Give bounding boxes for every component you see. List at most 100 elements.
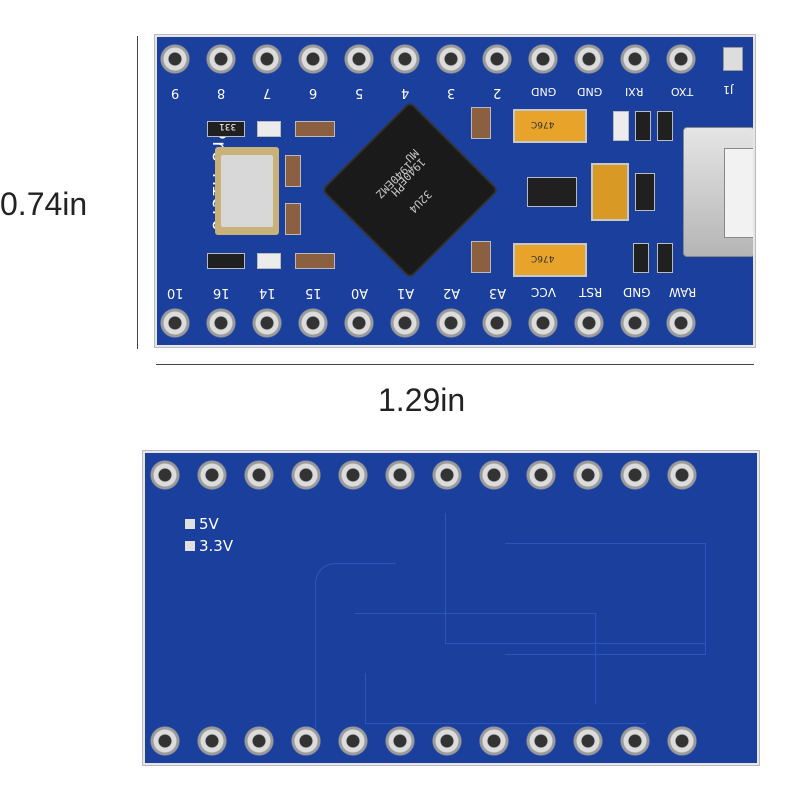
led — [257, 121, 281, 137]
pin-pad — [478, 459, 510, 491]
bottom-pin-label: 16 — [213, 285, 230, 300]
pcb-trace — [315, 563, 396, 734]
width-dimension-line — [156, 364, 754, 365]
pin-pad — [337, 725, 369, 757]
top-pin-label: TXO — [671, 85, 694, 98]
pin-pad — [205, 307, 237, 339]
pin-pad — [243, 459, 275, 491]
pin-pad — [525, 459, 557, 491]
capacitor-small — [295, 121, 335, 137]
crystal-oscillator — [215, 147, 279, 235]
pin-pad — [149, 725, 181, 757]
pin-pad — [290, 725, 322, 757]
pin-pad — [196, 459, 228, 491]
pin-pad — [478, 725, 510, 757]
pin-pad — [297, 43, 329, 75]
bottom-pin-label: 10 — [167, 285, 184, 300]
led — [257, 253, 281, 269]
pin-pad — [159, 307, 191, 339]
pin-pad — [572, 725, 604, 757]
pin-pad — [205, 43, 237, 75]
bottom-pin-label: VCC — [531, 285, 556, 299]
pin-pad — [481, 307, 513, 339]
bottom-pin-label: 14 — [259, 285, 276, 300]
top-pin-label: 8 — [217, 85, 226, 100]
resistor — [471, 241, 491, 273]
pin-pad — [665, 307, 697, 339]
bottom-pin-label: GND — [623, 285, 651, 299]
pin-pad — [243, 725, 275, 757]
front-board: 9 8 7 6 5 4 3 2 GND GND RXI TXO J1 Pro M… — [155, 35, 755, 347]
top-pin-label: 9 — [171, 85, 180, 100]
top-pin-label: 3 — [447, 85, 456, 100]
capacitor-small — [295, 253, 335, 269]
tantalum-capacitor — [513, 109, 587, 143]
top-pin-label: RXI — [625, 85, 644, 98]
pin-pad — [435, 43, 467, 75]
pin-pad — [665, 43, 697, 75]
pin-pad — [572, 459, 604, 491]
top-pin-label: 4 — [401, 85, 410, 100]
diode — [635, 173, 655, 211]
pin-pad — [431, 725, 463, 757]
pin-pad — [290, 459, 322, 491]
pcb-trace — [365, 673, 646, 724]
jumper-legend-5v: 5V — [185, 515, 219, 533]
resistor — [657, 111, 673, 141]
pin-pad — [431, 459, 463, 491]
pin-pad — [251, 307, 283, 339]
height-dimension-label: 0.74in — [0, 186, 88, 222]
pin-pad — [525, 725, 557, 757]
bottom-pin-label: A3 — [489, 285, 507, 300]
pin-pad — [384, 459, 416, 491]
top-pin-label: GND — [577, 85, 603, 98]
pin-pad — [196, 725, 228, 757]
led — [613, 111, 629, 141]
capacitor-small — [285, 155, 301, 187]
top-pin-label: GND — [531, 85, 557, 98]
pin-pad — [619, 43, 651, 75]
top-pin-label: 2 — [493, 85, 502, 100]
pin-pad — [389, 307, 421, 339]
pin-pad — [297, 307, 329, 339]
resistor-label: 331 — [219, 121, 237, 131]
resistor — [657, 243, 673, 273]
pin-pad — [527, 43, 559, 75]
top-pin-label: 7 — [263, 85, 272, 100]
top-pin-label: 6 — [309, 85, 318, 100]
bottom-pin-label: A1 — [397, 285, 415, 300]
resistor — [633, 243, 649, 273]
pin-pad — [481, 43, 513, 75]
pcb-trace — [445, 513, 706, 644]
tantalum-capacitor — [591, 163, 629, 221]
bottom-pin-label: A0 — [351, 285, 369, 300]
pin-pad — [619, 725, 651, 757]
pin-pad — [435, 307, 467, 339]
tantalum-capacitor — [513, 243, 587, 277]
pin-pad — [619, 459, 651, 491]
pcb-trace — [355, 613, 596, 704]
jumper-label: J1 — [723, 83, 734, 96]
bottom-pin-label: 15 — [305, 285, 322, 300]
pin-pad — [573, 43, 605, 75]
pin-pad — [159, 43, 191, 75]
top-pin-label: 5 — [355, 85, 364, 100]
pin-pad — [384, 725, 416, 757]
pin-pad — [337, 459, 369, 491]
bottom-pin-label: RST — [579, 285, 603, 299]
pin-pad — [527, 307, 559, 339]
capacitor-label: 476C — [531, 253, 555, 263]
capacitor-label: 476C — [531, 119, 555, 129]
pin-pad — [251, 43, 283, 75]
pin-pad — [619, 307, 651, 339]
voltage-regulator — [527, 177, 577, 207]
height-dimension-line — [137, 36, 138, 349]
bottom-pin-label: RAW — [669, 285, 697, 299]
capacitor-small — [285, 203, 301, 235]
pcb-trace — [505, 543, 706, 655]
width-dimension-label: 1.29in — [378, 382, 466, 418]
pin-pad — [343, 43, 375, 75]
micro-usb-connector[interactable] — [683, 127, 753, 257]
jumper-pad — [723, 47, 743, 71]
back-board: 5V 3.3V — [143, 451, 759, 765]
